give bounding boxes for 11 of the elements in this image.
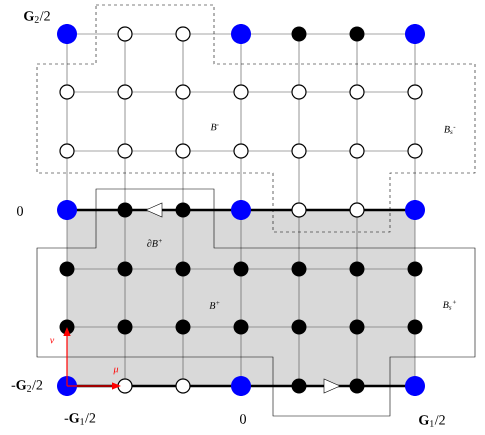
direction-label: μ xyxy=(113,368,118,374)
axis-label: 0 xyxy=(17,206,23,216)
direction-label: ν xyxy=(50,338,54,344)
region-label: ∂B$^{+}$ xyxy=(147,239,162,247)
region-label: B$^{+}$ xyxy=(209,301,220,309)
axis-label: G$_{2}$/2 xyxy=(24,11,50,23)
axis-label: -G$_{1}$/2 xyxy=(64,413,96,425)
axis-label: -G$_{2}$/2 xyxy=(12,380,42,392)
region-label: B$^{-}$ xyxy=(210,124,219,130)
axis-label: G$_{1}$/2 xyxy=(419,415,445,427)
axis-label: 0 xyxy=(240,414,246,424)
